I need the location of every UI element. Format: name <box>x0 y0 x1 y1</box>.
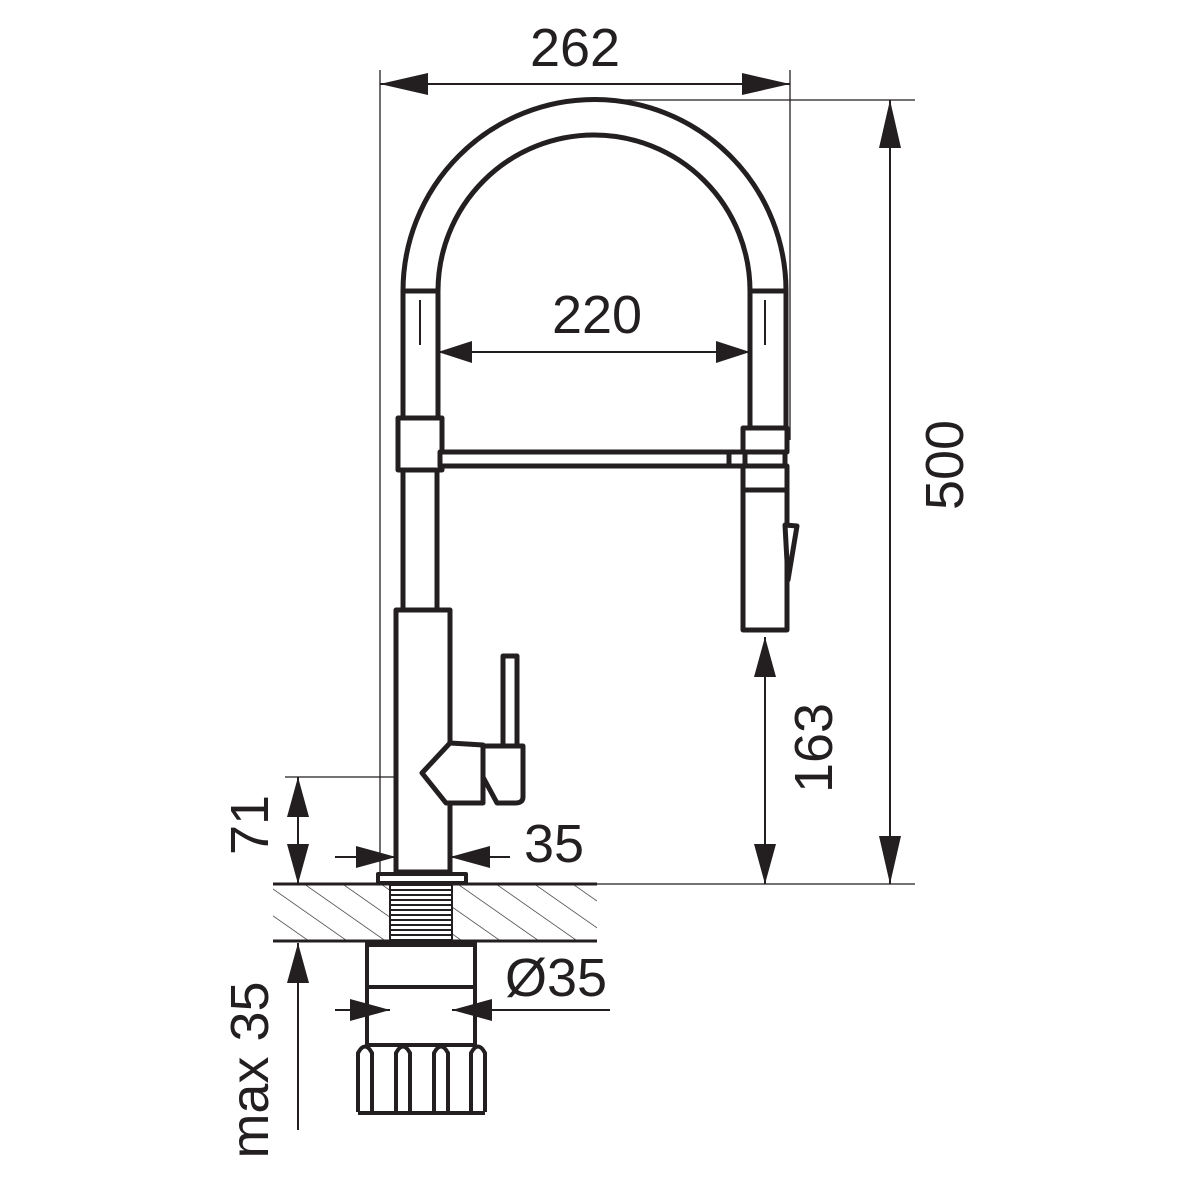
dim-label-163: 163 <box>784 703 844 793</box>
base-flange <box>376 872 468 885</box>
mixer-body <box>393 607 453 875</box>
dimension-163: 163 <box>754 637 844 884</box>
upright-tube <box>400 467 440 613</box>
dim-label-max-35: max 35 <box>220 981 280 1158</box>
extension-lines <box>285 70 915 1013</box>
dimension-500: 500 <box>879 100 975 884</box>
dim-label-500: 500 <box>915 420 975 510</box>
dimension-35-body: 35 <box>335 814 584 874</box>
lever-joint <box>419 740 486 806</box>
dim-label-diameter-35: Ø35 <box>505 948 607 1008</box>
nut-lower <box>365 985 477 1047</box>
lever-stick <box>500 653 520 751</box>
dimension-71: 71 <box>220 777 309 884</box>
dim-label-71: 71 <box>220 795 280 855</box>
spray-collar-top <box>740 425 790 455</box>
crossbar <box>437 449 763 469</box>
dim-label-262: 262 <box>530 18 620 78</box>
lever-handle <box>480 743 526 806</box>
threaded-shank <box>389 884 453 941</box>
fixing-nut <box>365 943 477 989</box>
dimension-diameter-35: Ø35 <box>335 948 610 1021</box>
spray-trigger <box>782 522 800 583</box>
dimension-262: 262 <box>380 18 790 95</box>
dim-label-35: 35 <box>524 814 584 874</box>
nut-fingers <box>356 1044 487 1115</box>
faucet-outline <box>356 97 800 1115</box>
spray-collar-bottom <box>740 463 790 493</box>
dimension-max-35: max 35 <box>220 943 309 1159</box>
dimension-220: 220 <box>438 285 750 363</box>
left-collar <box>395 415 445 473</box>
gooseneck-spout <box>400 97 789 433</box>
dim-label-220: 220 <box>552 285 642 345</box>
spray-head <box>740 487 790 633</box>
